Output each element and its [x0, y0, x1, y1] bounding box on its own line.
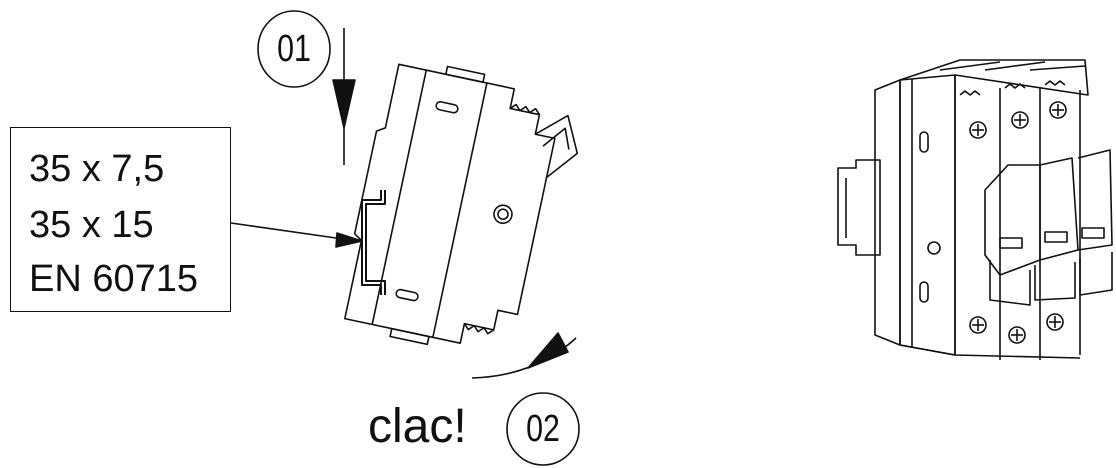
- step-01-label: 01: [277, 28, 311, 70]
- rail-spec-line-2: 35 x 15: [29, 204, 154, 246]
- step-02-label: 02: [526, 408, 560, 450]
- rail-spec-box: 35 x 7,5 35 x 15 EN 60715: [10, 127, 231, 312]
- fuse-holder-side-view: [344, 63, 579, 346]
- step-01-circle: [257, 10, 331, 88]
- step-02-circle: [506, 392, 580, 466]
- click-sound-label: clac!: [368, 400, 467, 453]
- rail-spec-line-1: 35 x 7,5: [29, 148, 165, 190]
- insert-arrow: [332, 28, 356, 165]
- fuse-holder-3-pole-view: [837, 59, 1113, 360]
- spec-leader-arrow: [230, 222, 363, 248]
- rotation-arrow: [471, 332, 577, 379]
- rail-spec-line-3: EN 60715: [29, 258, 199, 300]
